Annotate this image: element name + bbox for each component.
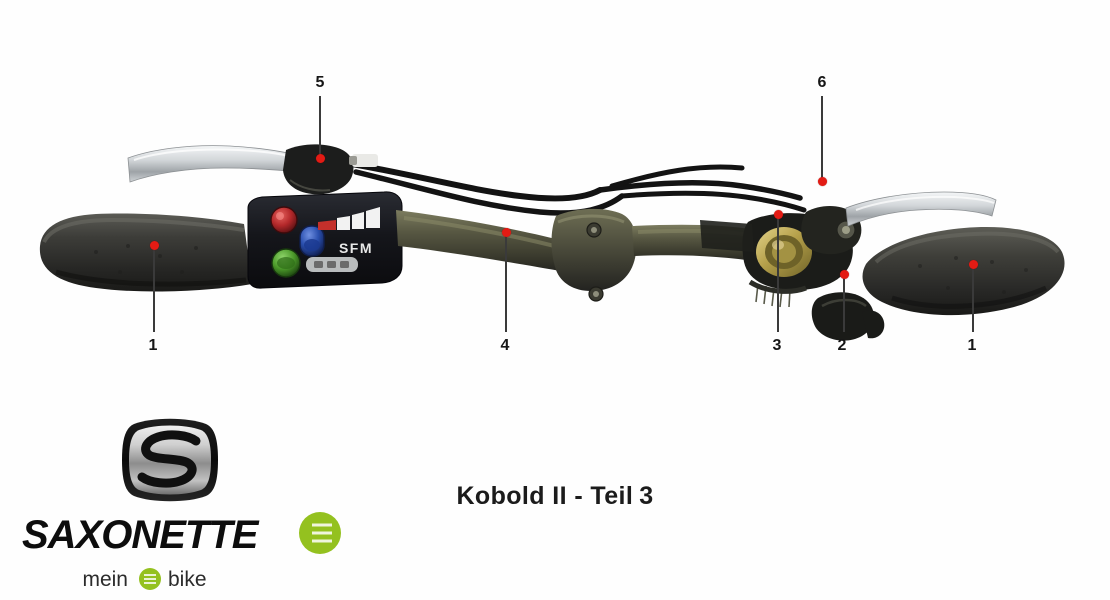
callout-leader-3 bbox=[777, 214, 779, 332]
saxonette-wordmark: SAXONETTE bbox=[22, 512, 341, 557]
brake-cables bbox=[349, 161, 807, 216]
left-lever-clamp bbox=[283, 144, 378, 195]
callout-label-1: 1 bbox=[148, 337, 158, 354]
callout-leader-2 bbox=[843, 274, 845, 332]
console-mode-button bbox=[299, 225, 325, 257]
saxonette-wordmark-text: SAXONETTE bbox=[22, 513, 260, 557]
left-handlebar-grip bbox=[39, 213, 253, 292]
saxonette-brand-block: SAXONETTE mein bike bbox=[20, 414, 350, 594]
console-brand-text: SFM bbox=[339, 240, 373, 256]
callout-label-3: 3 bbox=[772, 337, 782, 354]
callout-leader-6 bbox=[821, 96, 823, 181]
callout-dot-4 bbox=[501, 227, 511, 237]
callout-leader-4 bbox=[505, 232, 507, 332]
callout-label-1-right: 1 bbox=[967, 337, 977, 354]
stem-clamp bbox=[551, 208, 637, 302]
page-title-main: Kobold II - Teil bbox=[456, 482, 634, 510]
page-title-part-number: 3 bbox=[639, 482, 654, 510]
callout-label-4: 4 bbox=[500, 337, 510, 354]
callout-dot-2 bbox=[839, 269, 849, 279]
callout-label-2: 2 bbox=[837, 337, 847, 354]
callout-dot-6 bbox=[817, 176, 827, 186]
control-console[interactable]: SFM bbox=[247, 191, 403, 289]
callout-label-6: 6 bbox=[817, 74, 827, 91]
callout-dot-1-right bbox=[968, 259, 978, 269]
callout-dot-5 bbox=[315, 153, 325, 163]
right-brake-lever bbox=[845, 191, 997, 227]
console-led-strip bbox=[306, 257, 358, 272]
handlebar-assembly-photo: SFM bbox=[0, 40, 1110, 360]
saxonette-emblem-icon bbox=[122, 418, 218, 502]
callout-dot-1 bbox=[149, 240, 159, 250]
tagline-word-after: bike bbox=[168, 568, 207, 591]
saxonette-tagline: mein bike bbox=[82, 568, 207, 591]
callout-leader-1-right bbox=[972, 264, 974, 332]
right-handlebar-grip bbox=[862, 227, 1065, 316]
console-power-button bbox=[270, 206, 298, 234]
shifter-thumb-lever[interactable] bbox=[811, 292, 885, 341]
tagline-word-before: mein bbox=[82, 568, 128, 591]
twist-grip-shifter[interactable] bbox=[700, 206, 885, 341]
callout-leader-1 bbox=[153, 245, 155, 332]
console-battery-indicator bbox=[318, 207, 380, 230]
callout-label-5: 5 bbox=[315, 74, 325, 91]
left-brake-lever bbox=[127, 145, 301, 183]
callout-dot-3 bbox=[773, 209, 783, 219]
handlebar-left-section bbox=[396, 210, 566, 272]
callout-leader-5 bbox=[319, 96, 321, 158]
